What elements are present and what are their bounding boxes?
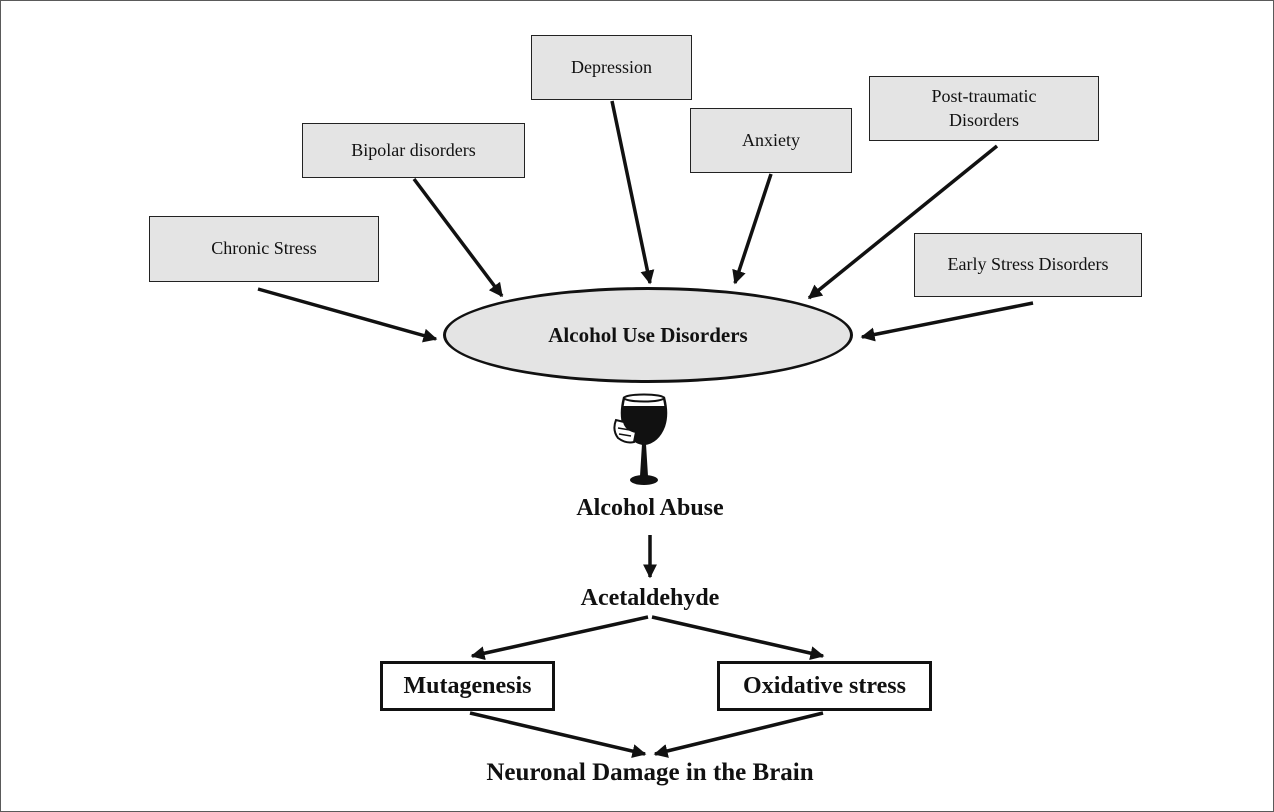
factor-label: Bipolar disorders [351, 139, 476, 160]
arrow-oxidative-to-damage [653, 711, 824, 758]
factor-label: Chronic Stress [211, 238, 317, 259]
factor-chronic-stress: Chronic Stress [149, 216, 379, 282]
acetaldehyde-label: Acetaldehyde [580, 585, 720, 611]
arrow-chronic-stress [257, 287, 438, 343]
arrow-bipolar [412, 177, 504, 298]
hand-holding-wine-glass-icon [613, 393, 668, 485]
factor-post-traumatic-disorders: Post-traumatic Disorders [869, 76, 1099, 141]
factor-label: Anxiety [742, 129, 800, 150]
factor-depression: Depression [531, 35, 692, 100]
arrow-mutagenesis-to-damage [469, 711, 647, 758]
factor-label: Early Stress Disorders [947, 254, 1109, 275]
factor-label: Depression [571, 56, 652, 77]
mutagenesis-box: Mutagenesis [380, 661, 555, 711]
oxidative-stress-label: Oxidative stress [743, 672, 906, 699]
arrow-ptsd [807, 144, 999, 300]
neuronal-damage-label: Neuronal Damage in the Brain [486, 759, 814, 786]
arrow-depression [610, 100, 655, 285]
arrow-to-mutagenesis [470, 615, 649, 661]
factor-anxiety: Anxiety [690, 108, 852, 173]
arrow-to-oxidative-stress [651, 615, 825, 661]
factor-early-stress-disorders: Early Stress Disorders [914, 233, 1142, 297]
oxidative-stress-box: Oxidative stress [717, 661, 932, 711]
factor-bipolar-disorders: Bipolar disorders [302, 123, 525, 178]
factor-label: Post-traumatic Disorders [931, 86, 1037, 130]
alcohol-abuse-label: Alcohol Abuse [576, 495, 724, 521]
alcohol-use-disorders-node: Alcohol Use Disorders [443, 287, 853, 383]
center-label: Alcohol Use Disorders [548, 322, 748, 347]
mutagenesis-label: Mutagenesis [403, 672, 532, 699]
arrow-early-stress [860, 301, 1034, 342]
arrow-anxiety [732, 173, 773, 285]
